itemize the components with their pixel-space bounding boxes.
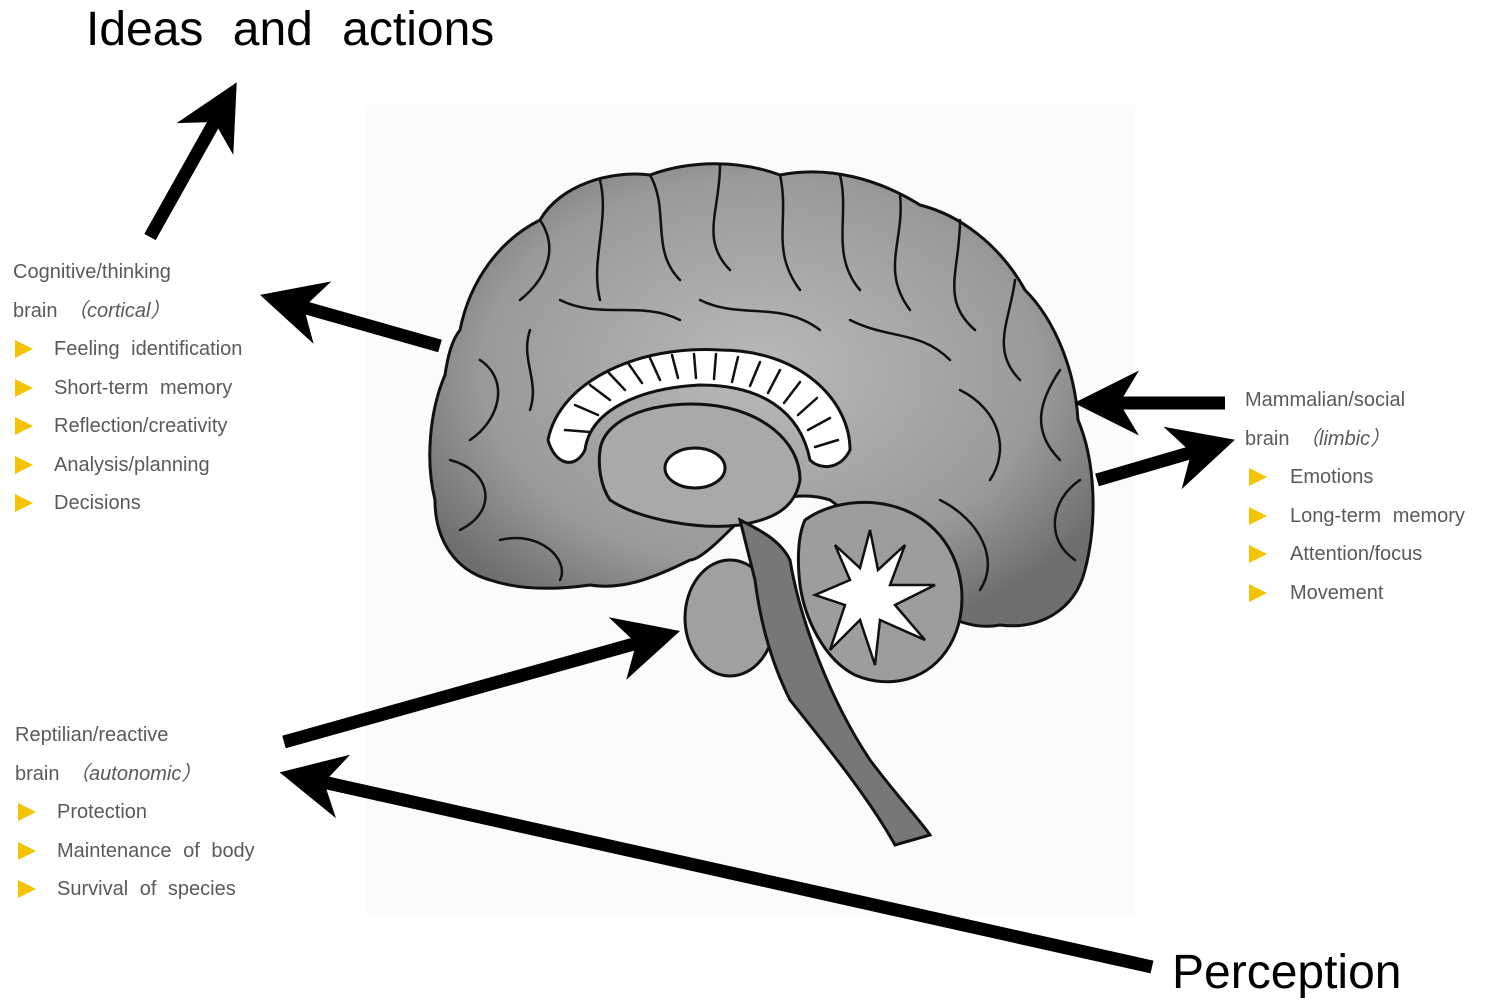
limbic-heading-tag: （limbic） bbox=[1299, 428, 1390, 450]
list-item-label: Movement bbox=[1290, 574, 1383, 613]
list-item: Attention/focus bbox=[1245, 535, 1465, 574]
list-item-label: Survival of species bbox=[57, 870, 236, 909]
list-item: Short-term memory bbox=[13, 369, 242, 408]
list-item-label: Emotions bbox=[1290, 458, 1373, 497]
list-item-label: Decisions bbox=[54, 484, 141, 523]
list-item: Survival of species bbox=[15, 870, 255, 909]
yellow-triangle-bullet-icon bbox=[18, 842, 36, 860]
yellow-triangle-bullet-icon bbox=[1249, 468, 1267, 486]
list-item-label: Attention/focus bbox=[1290, 535, 1422, 574]
cortical-heading-tag: （cortical） bbox=[67, 300, 170, 322]
list-item: Feeling identification bbox=[13, 330, 242, 369]
cortical-list: Feeling identification Short-term memory… bbox=[13, 330, 242, 523]
cortical-heading-line1: Cognitive/thinking bbox=[13, 253, 242, 292]
list-item: Protection bbox=[15, 793, 255, 832]
limbic-heading-word: brain bbox=[1245, 428, 1289, 450]
list-item: Analysis/planning bbox=[13, 446, 242, 485]
list-item: Decisions bbox=[13, 484, 242, 523]
autonomic-brain-panel: Reptilian/reactive brain （autonomic） Pro… bbox=[15, 716, 255, 909]
yellow-triangle-bullet-icon bbox=[15, 417, 33, 435]
yellow-triangle-bullet-icon bbox=[1249, 545, 1267, 563]
autonomic-heading-word: brain bbox=[15, 763, 59, 785]
list-item: Movement bbox=[1245, 574, 1465, 613]
autonomic-heading-tag: （autonomic） bbox=[69, 763, 201, 785]
autonomic-heading-line1: Reptilian/reactive bbox=[15, 716, 255, 755]
autonomic-heading-line2: brain （autonomic） bbox=[15, 755, 255, 794]
list-item-label: Feeling identification bbox=[54, 330, 242, 369]
yellow-triangle-bullet-icon bbox=[18, 803, 36, 821]
list-item: Maintenance of body bbox=[15, 832, 255, 871]
yellow-triangle-bullet-icon bbox=[1249, 507, 1267, 525]
list-item: Reflection/creativity bbox=[13, 407, 242, 446]
cortical-brain-panel: Cognitive/thinking brain （cortical） Feel… bbox=[13, 253, 242, 523]
title-perception: Perception bbox=[1172, 945, 1401, 1000]
cortical-heading-line2: brain （cortical） bbox=[13, 292, 242, 331]
list-item-label: Maintenance of body bbox=[57, 832, 255, 871]
list-item: Long-term memory bbox=[1245, 497, 1465, 536]
list-item-label: Short-term memory bbox=[54, 369, 232, 408]
limbic-brain-panel: Mammalian/social brain （limbic） Emotions… bbox=[1245, 381, 1465, 612]
list-item: Emotions bbox=[1245, 458, 1465, 497]
title-ideas-and-actions: Ideas and actions bbox=[86, 2, 494, 57]
yellow-triangle-bullet-icon bbox=[1249, 584, 1267, 602]
yellow-triangle-bullet-icon bbox=[15, 494, 33, 512]
yellow-triangle-bullet-icon bbox=[18, 880, 36, 898]
cortical-heading-word: brain bbox=[13, 300, 57, 322]
thalamus-nucleus bbox=[665, 448, 725, 488]
list-item-label: Analysis/planning bbox=[54, 446, 210, 485]
limbic-heading-line2: brain （limbic） bbox=[1245, 420, 1465, 459]
limbic-list: Emotions Long-term memory Attention/focu… bbox=[1245, 458, 1465, 612]
limbic-heading-line1: Mammalian/social bbox=[1245, 381, 1465, 420]
autonomic-list: Protection Maintenance of body Survival … bbox=[15, 793, 255, 909]
list-item-label: Reflection/creativity bbox=[54, 407, 227, 446]
yellow-triangle-bullet-icon bbox=[15, 379, 33, 397]
list-item-label: Long-term memory bbox=[1290, 497, 1465, 536]
yellow-triangle-bullet-icon bbox=[15, 456, 33, 474]
list-item-label: Protection bbox=[57, 793, 147, 832]
yellow-triangle-bullet-icon bbox=[15, 340, 33, 358]
